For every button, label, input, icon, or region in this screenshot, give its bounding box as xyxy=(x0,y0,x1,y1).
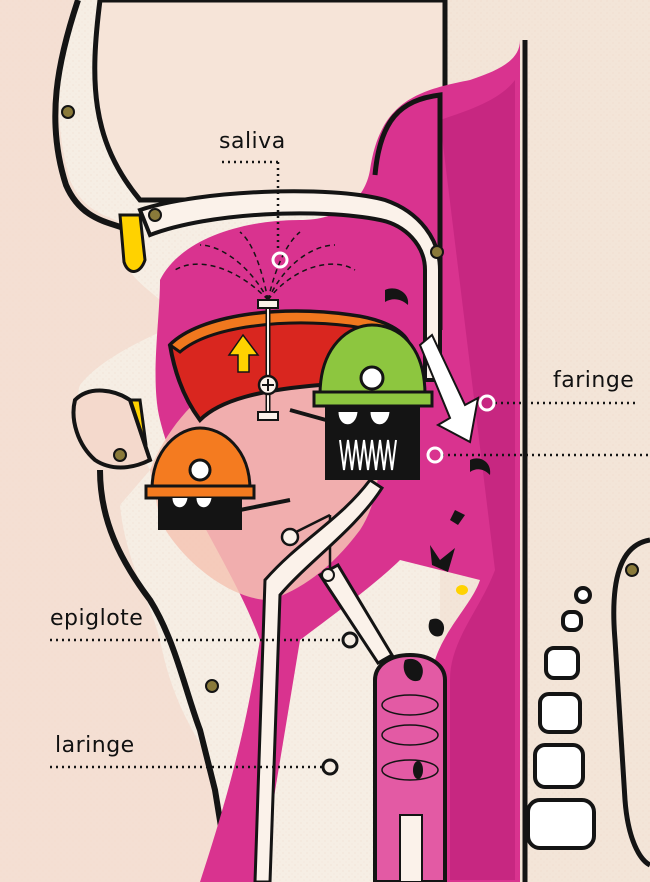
right-vertebra-outline xyxy=(611,537,650,868)
larynx-tube xyxy=(253,477,385,882)
label-saliva: saliva xyxy=(219,129,286,154)
label-epiglote: epiglote xyxy=(50,606,144,631)
swallow-arrow xyxy=(418,333,480,444)
orange-miner-character xyxy=(144,426,291,530)
saliva-sprinkler xyxy=(257,299,279,421)
pharynx-outline xyxy=(372,92,443,330)
green-miner-character xyxy=(289,323,434,480)
pointer-markers xyxy=(271,251,496,776)
food-particles xyxy=(385,288,491,779)
screw-heads xyxy=(61,105,639,693)
esophagus xyxy=(373,652,447,882)
pharynx-shade xyxy=(440,80,515,880)
lower-face-outline xyxy=(97,469,233,882)
yellow-up-arrow xyxy=(227,333,260,373)
label-laringe: laringe xyxy=(55,733,135,758)
label-pointers xyxy=(50,160,650,769)
face-outline xyxy=(52,0,130,233)
upper-teeth xyxy=(118,213,147,273)
label-faringe: faringe xyxy=(553,368,635,393)
cartilage-rings xyxy=(526,586,596,850)
epiglottis-lever xyxy=(280,513,395,666)
lower-lip xyxy=(71,388,153,470)
